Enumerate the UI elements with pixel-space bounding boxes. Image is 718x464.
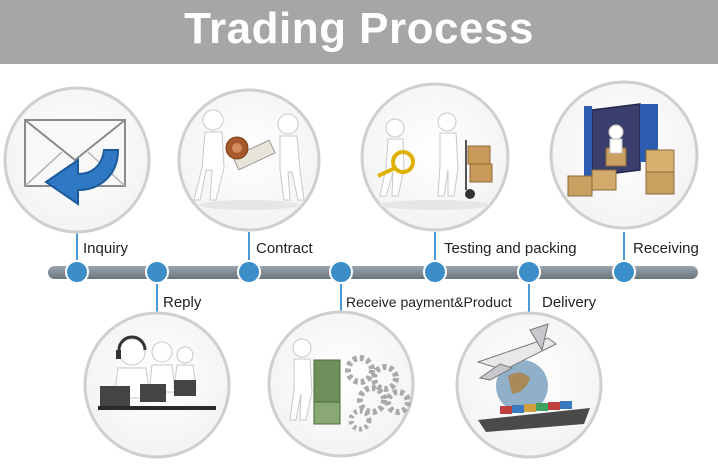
step-label-reply: Reply <box>163 294 202 311</box>
node-testing <box>423 260 447 284</box>
title-banner: Trading Process <box>0 0 718 64</box>
call-center-icon <box>83 311 231 459</box>
node-inquiry <box>65 260 89 284</box>
node-payment <box>329 260 353 284</box>
step-label-delivery: Delivery <box>542 294 597 311</box>
plane-ship-globe-icon <box>455 311 603 459</box>
step-label-testing: Testing and packing <box>444 240 577 257</box>
step-label-payment: Receive payment&Product <box>346 294 512 310</box>
container-boxes-icon <box>549 80 699 230</box>
page-title: Trading Process <box>184 4 534 53</box>
contract-handshake-icon <box>177 88 321 232</box>
money-gears-icon <box>267 310 415 458</box>
inspection-packing-icon <box>360 82 510 232</box>
step-label-inquiry: Inquiry <box>83 240 129 257</box>
step-label-contract: Contract <box>256 240 313 257</box>
step-label-receiving: Receiving <box>633 240 699 257</box>
envelope-reply-icon <box>3 86 151 234</box>
node-receiving <box>612 260 636 284</box>
node-reply <box>145 260 169 284</box>
node-delivery <box>517 260 541 284</box>
node-contract <box>237 260 261 284</box>
timeline-nodes <box>65 260 636 284</box>
